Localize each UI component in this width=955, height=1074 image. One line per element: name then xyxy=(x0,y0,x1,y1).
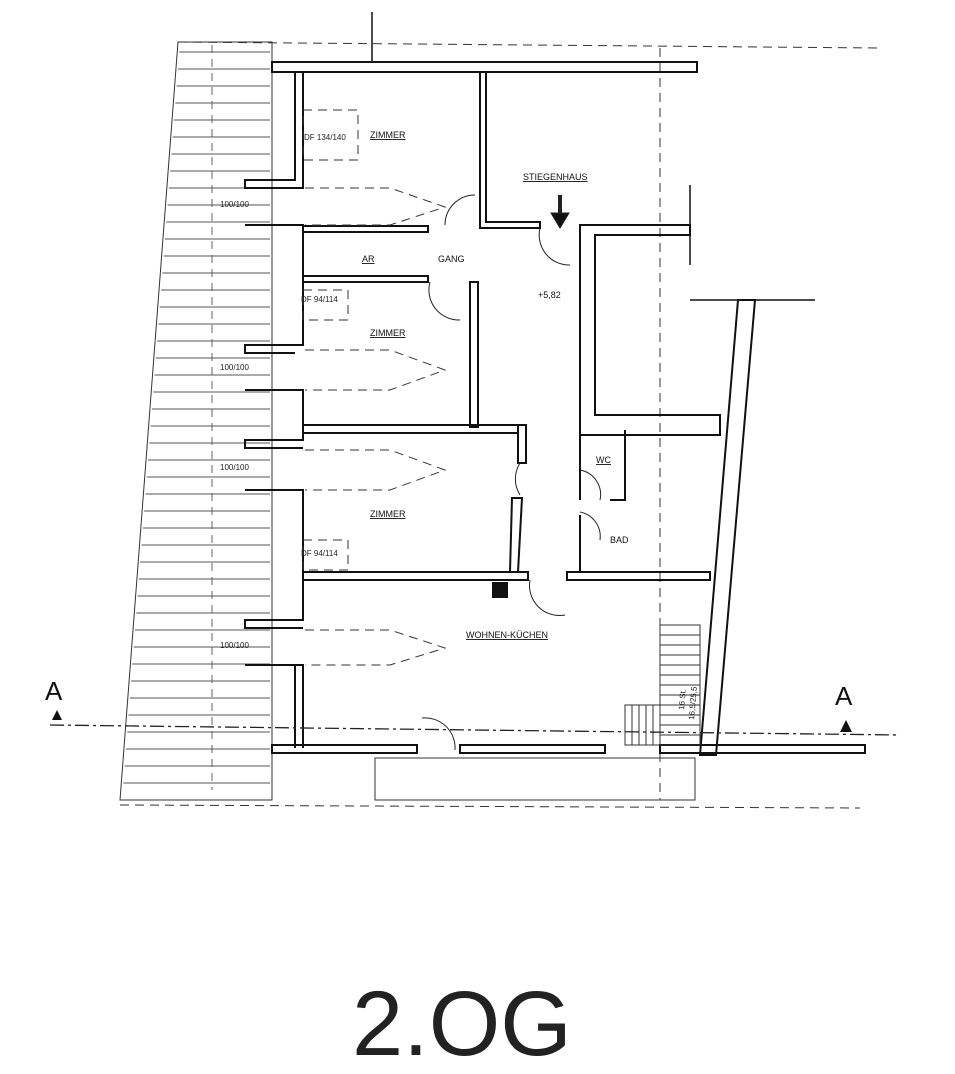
section-arrow-right xyxy=(840,720,852,732)
section-arrow-left xyxy=(52,710,62,720)
skylight-label: DF 134/140 xyxy=(304,133,346,142)
window-projections xyxy=(302,109,447,666)
window-dim-label: 100/100 xyxy=(220,641,249,650)
walls xyxy=(244,61,866,756)
skylight-label: DF 94/114 xyxy=(301,549,338,558)
section-marker-left: A xyxy=(45,676,63,706)
stairs xyxy=(624,624,701,746)
level-marker: +5,82 xyxy=(538,290,561,300)
floor-title: 2.OG xyxy=(352,973,572,1074)
room-label-zimmer-2: ZIMMER xyxy=(370,328,406,338)
section-marker-right: A xyxy=(835,681,853,711)
skylight-label: DF 94/114 xyxy=(301,295,338,304)
room-label-bad: BAD xyxy=(610,535,629,545)
window-dim-label: 100/100 xyxy=(220,363,249,372)
section-line xyxy=(49,724,901,736)
door-swings xyxy=(421,194,602,751)
room-label-wc: WC xyxy=(596,455,611,465)
outline-dashes xyxy=(119,12,881,809)
room-label-wohnen-kuechen: WOHNEN-KÜCHEN xyxy=(466,630,548,640)
window-dim-label: 100/100 xyxy=(220,200,249,209)
stair-label: 16,5/25,5 xyxy=(687,686,699,721)
stair-label: 16 St. xyxy=(677,689,688,711)
room-label-stiegenhaus: STIEGENHAUS xyxy=(523,172,588,182)
room-label-zimmer-1: ZIMMER xyxy=(370,130,406,140)
window-dim-label: 100/100 xyxy=(220,463,249,472)
room-label-zimmer-3: ZIMMER xyxy=(370,509,406,519)
room-label-gang: GANG xyxy=(438,254,465,264)
roof-area xyxy=(119,41,273,801)
room-label-ar: AR xyxy=(362,254,375,264)
